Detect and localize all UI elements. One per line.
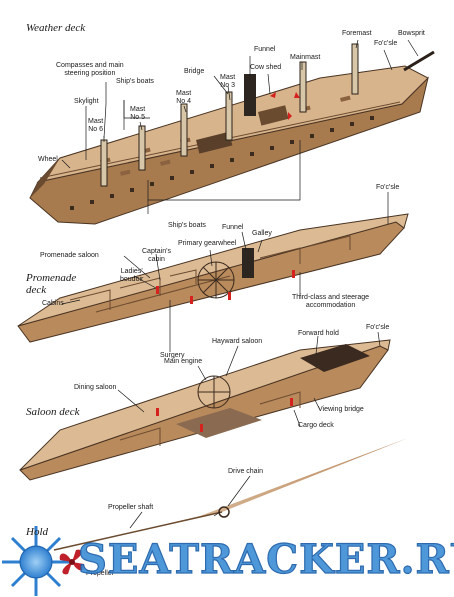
- promenade-deck-ship: [17, 213, 409, 343]
- label-skylight: Skylight: [74, 98, 99, 105]
- leader-lines: [61, 39, 419, 529]
- label-focsle-saloon: Fo'c'sle: [366, 324, 390, 331]
- label-mast-no4: Mast No 4: [176, 90, 192, 105]
- label-cow-shed: Cow shed: [250, 64, 282, 71]
- label-bridge: Bridge: [184, 68, 205, 75]
- label-third-class: Third-class and steerage accommodation: [292, 294, 370, 309]
- label-foremast: Foremast: [342, 30, 372, 37]
- label-propeller: Propeller: [86, 570, 115, 577]
- deck-title-weather: Weather deck: [26, 22, 86, 34]
- label-main-engine: Main engine: [164, 358, 203, 365]
- label-focsle-promenade: Fo'c'sle: [376, 184, 400, 191]
- label-hayward-saloon: Hayward saloon: [212, 338, 263, 345]
- deck-title-promenade: Promenade deck: [26, 272, 77, 296]
- saloon-deck-ship: [19, 339, 391, 481]
- label-galley: Galley: [252, 230, 272, 237]
- label-cargo-deck: Cargo deck: [298, 422, 334, 429]
- propeller-icon: [59, 549, 85, 575]
- watermark-text: SEATRACKER.RU: [77, 536, 454, 583]
- label-cabins: Cabins: [42, 300, 64, 307]
- label-compasses: Compasses and main steering position: [56, 62, 124, 77]
- label-propeller-shaft: Propeller shaft: [108, 504, 154, 511]
- label-mast-no5: Mast No 5: [130, 106, 146, 121]
- label-surgery: Surgery: [160, 352, 185, 359]
- label-bowsprit: Bowsprit: [398, 30, 425, 37]
- label-ships-boats-bottom: Ship's boats: [168, 222, 206, 229]
- label-ladies-boudoir: Ladies' boudoir: [120, 268, 144, 283]
- label-wheel: Wheel: [38, 156, 58, 163]
- deck-title-saloon: Saloon deck: [26, 406, 80, 418]
- label-mast-no6: Mast No 6: [88, 118, 104, 133]
- weather-deck-ship: [29, 43, 435, 225]
- label-forward-hold: Forward hold: [298, 330, 339, 337]
- label-funnel-weather: Funnel: [254, 46, 276, 53]
- label-primary-gearwheel: Primary gearwheel: [178, 240, 237, 247]
- label-viewing-bridge: Viewing bridge: [318, 406, 364, 413]
- label-drive-chain: Drive chain: [228, 468, 264, 475]
- label-focsle-weather: Fo'c'sle: [374, 40, 398, 47]
- label-mast-no3: Mast No 3: [220, 74, 236, 89]
- label-ships-boats-top: Ship's boats: [116, 78, 154, 85]
- label-funnel-promenade: Funnel: [222, 224, 244, 231]
- label-promenade-saloon: Promenade saloon: [40, 252, 99, 259]
- label-captains-cabin: Captain's cabin: [142, 248, 171, 263]
- hold-drive-train: [50, 438, 408, 552]
- watermark-emblem: [2, 526, 70, 596]
- deck-title-hold: Hold: [26, 526, 48, 538]
- label-mainmast: Mainmast: [290, 54, 321, 61]
- label-dining-saloon: Dining saloon: [74, 384, 117, 391]
